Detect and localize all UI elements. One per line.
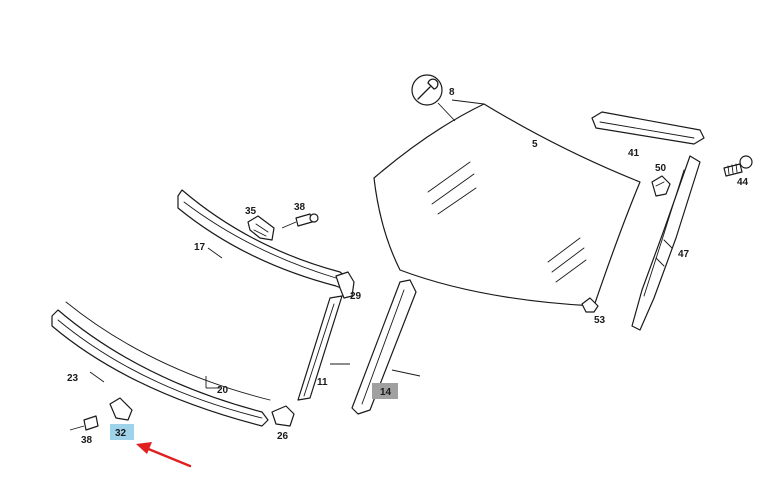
label-part-44[interactable]: 44 xyxy=(737,177,749,188)
clip-50[interactable] xyxy=(651,175,671,197)
wrench-icon[interactable] xyxy=(411,74,456,122)
label-part-26[interactable]: 26 xyxy=(277,431,289,442)
label-part-41[interactable]: 41 xyxy=(628,148,640,159)
fastener-38-top[interactable] xyxy=(281,213,319,229)
label-part-47[interactable]: 47 xyxy=(678,249,690,260)
clip-53[interactable] xyxy=(581,297,599,313)
label-part-8[interactable]: 8 xyxy=(449,87,455,98)
label-part-14[interactable]: 14 xyxy=(380,387,392,398)
pillar-trim-14[interactable] xyxy=(351,279,421,415)
highlight-box-32 xyxy=(110,424,134,440)
label-part-53[interactable]: 53 xyxy=(594,315,606,326)
clip-26[interactable] xyxy=(271,405,295,427)
label-part-5[interactable]: 5 xyxy=(532,139,538,150)
label-part-32[interactable]: 32 xyxy=(115,428,127,439)
clip-32[interactable] xyxy=(109,397,133,421)
windshield-glass[interactable] xyxy=(373,99,641,307)
label-part-38-top[interactable]: 38 xyxy=(294,202,306,213)
label-part-20[interactable]: 20 xyxy=(217,385,229,396)
right-pillar-trim[interactable] xyxy=(631,155,701,331)
upper-trim[interactable] xyxy=(591,111,705,145)
label-part-23[interactable]: 23 xyxy=(67,373,79,384)
corner-piece-29[interactable] xyxy=(335,271,355,299)
clip-35[interactable] xyxy=(247,215,275,241)
label-part-35[interactable]: 35 xyxy=(245,206,257,217)
left-pillar-trim[interactable] xyxy=(297,295,350,401)
screw-44[interactable] xyxy=(723,155,753,177)
pointer-arrow-icon xyxy=(136,442,192,468)
label-part-50[interactable]: 50 xyxy=(655,163,667,174)
highlight-box-14 xyxy=(372,383,398,399)
label-part-11[interactable]: 11 xyxy=(317,377,328,388)
label-part-38-bottom[interactable]: 38 xyxy=(81,435,93,446)
fastener-38-bottom[interactable] xyxy=(69,415,99,431)
label-part-17[interactable]: 17 xyxy=(194,242,206,253)
lower-curved-trim[interactable] xyxy=(51,301,271,427)
upper-curved-trim[interactable] xyxy=(177,189,351,291)
label-part-29[interactable]: 29 xyxy=(350,291,362,302)
